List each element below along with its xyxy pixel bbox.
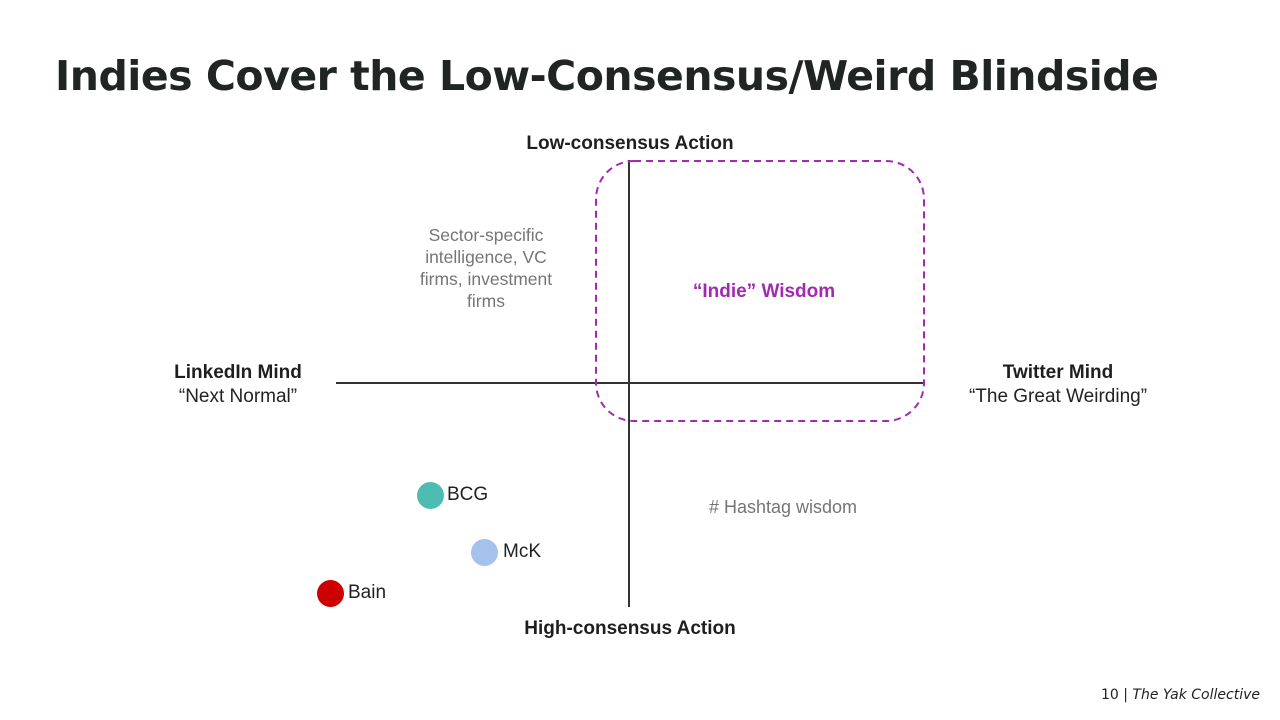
bcg-point-label: BCG xyxy=(447,484,489,505)
mck-point xyxy=(471,539,498,566)
quadrant-top-left-line: firms, investment xyxy=(419,269,553,289)
quadrant-top-left-line: Sector-specific xyxy=(428,225,544,245)
quadrant-bottom-right-text: # Hashtag wisdom xyxy=(708,497,858,517)
axis-top-label: Low-consensus Action xyxy=(526,133,734,154)
axis-bottom-label: High-consensus Action xyxy=(524,618,736,639)
axis-left-group: LinkedIn Mind “Next Normal” xyxy=(138,362,338,408)
axis-right-subtitle: “The Great Weirding” xyxy=(968,386,1148,407)
axis-left-subtitle: “Next Normal” xyxy=(178,386,298,407)
footer-separator: | xyxy=(1123,687,1128,703)
bain-point-label: Bain xyxy=(348,582,387,603)
page-number: 10 xyxy=(1100,687,1119,703)
slide-title: Indies Cover the Low-Consensus/Weird Bli… xyxy=(55,52,1159,100)
quadrant-top-left-line: intelligence, VC xyxy=(425,247,547,267)
axis-right-title: Twitter Mind xyxy=(1002,362,1114,383)
quadrant-top-left-line: firms xyxy=(467,291,505,311)
axis-right-group: Twitter Mind “The Great Weirding” xyxy=(938,362,1178,408)
organization-name: The Yak Collective xyxy=(1132,687,1260,703)
quadrant-top-left-text: Sector-specific intelligence, VC firms, … xyxy=(386,224,586,312)
bcg-point xyxy=(417,482,444,509)
indie-highlight-region xyxy=(595,160,925,422)
axis-left-title: LinkedIn Mind xyxy=(174,362,302,383)
quadrant-top-right-text: “Indie” Wisdom xyxy=(692,281,836,302)
mck-point-label: McK xyxy=(503,541,541,562)
slide-footer: 10 | The Yak Collective xyxy=(1101,687,1260,703)
bain-point xyxy=(317,580,344,607)
